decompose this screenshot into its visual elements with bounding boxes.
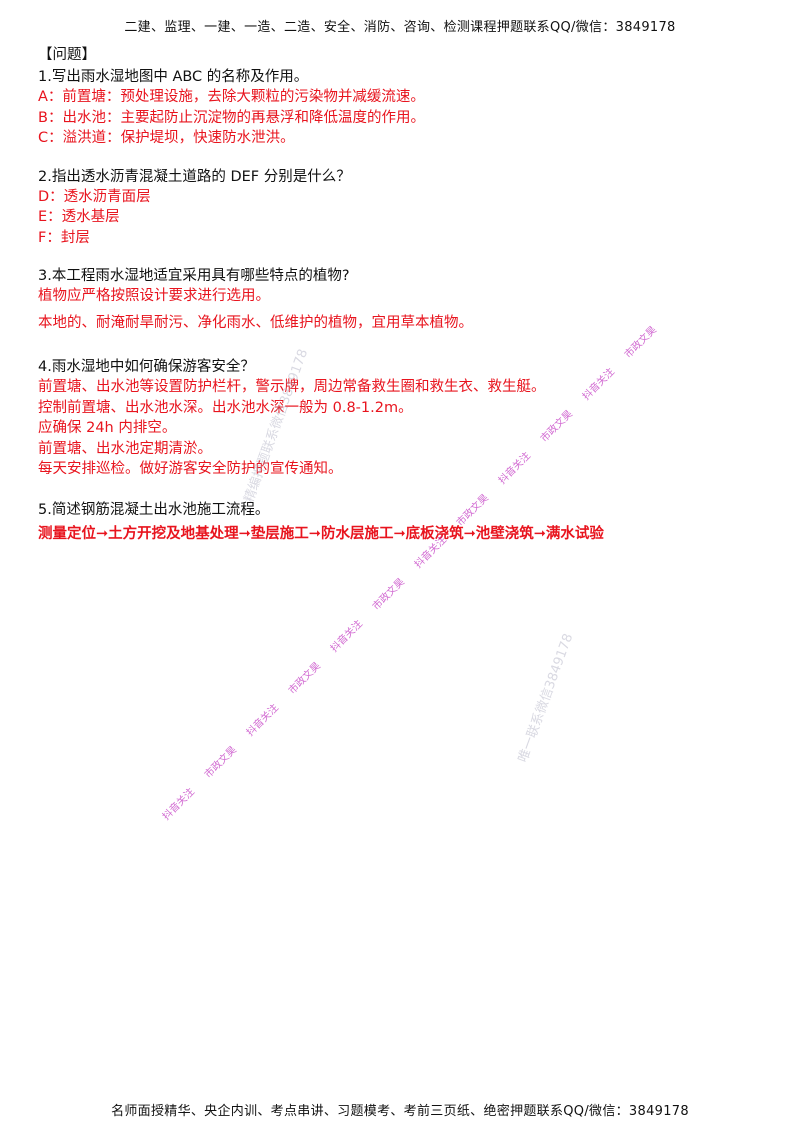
question-4: 4.雨水湿地中如何确保游客安全？ — [38, 359, 255, 375]
answer-2-e: E：透水基层 — [38, 209, 120, 225]
watermark-shizheng: 市政文昊 — [370, 576, 407, 613]
answer-2-f: F：封层 — [38, 229, 90, 246]
watermark-shizheng: 市政文昊 — [202, 744, 239, 781]
watermark-contact-light: 唯一联系微信3849178 — [515, 631, 577, 765]
page-footer: 名师面授精华、央企内训、考点串讲、习题模考、考前三页纸、绝密押题联系QQ/微信：… — [111, 1104, 689, 1119]
section-title: 【问题】 — [38, 47, 96, 63]
watermark-douyin: 抖音关注 — [160, 786, 197, 823]
question-1: 1.写出雨水湿地图中 ABC 的名称及作用。 — [38, 69, 309, 85]
answer-3-2: 本地的、耐淹耐旱耐污、净化雨水、低维护的植物，宜用草本植物。 — [38, 314, 473, 331]
question-block-5: 5.简述钢筋混凝土出水池施工流程。 测量定位➞土方开挖及地基处理➞垫层施工➞防水… — [38, 500, 778, 545]
watermark-douyin: 抖音关注 — [244, 702, 281, 739]
answer-4-2: 控制前置塘、出水池水深。出水池水深一般为 0.8-1.2m。 — [38, 399, 413, 416]
document-body: 【问题】 1.写出雨水湿地图中 ABC 的名称及作用。 A：前置塘：预处理设施，… — [38, 45, 778, 544]
watermark-shizheng: 市政文昊 — [286, 660, 323, 697]
question-block-3: 3.本工程雨水湿地适宜采用具有哪些特点的植物? 植物应严格按照设计要求进行选用。… — [38, 266, 778, 333]
question-block-1: 1.写出雨水湿地图中 ABC 的名称及作用。 A：前置塘：预处理设施，去除大颗粒… — [38, 67, 778, 149]
answer-4-4: 前置塘、出水池定期清淤。 — [38, 440, 212, 457]
answer-1-a: A：前置塘：预处理设施，去除大颗粒的污染物并减缓流速。 — [38, 89, 425, 105]
answer-1-b: B：出水池：主要起防止沉淀物的再悬浮和降低温度的作用。 — [38, 109, 425, 126]
answer-2-d: D：透水沥青面层 — [38, 188, 151, 205]
question-5: 5.简述钢筋混凝土出水池施工流程。 — [38, 501, 270, 518]
question-block-4: 4.雨水湿地中如何确保游客安全？ 前置塘、出水池等设置防护栏杆，警示牌，周边常备… — [38, 357, 778, 480]
answer-3-1: 植物应严格按照设计要求进行选用。 — [38, 288, 270, 304]
page-header: 二建、监理、一建、一造、二造、安全、消防、咨询、检测课程押题联系QQ/微信：38… — [124, 20, 676, 35]
answer-4-1: 前置塘、出水池等设置防护栏杆，警示牌，周边常备救生圈和救生衣、救生艇。 — [38, 379, 546, 395]
answer-4-3: 应确保 24h 内排空。 — [38, 420, 177, 436]
answer-5-flow: 测量定位➞土方开挖及地基处理➞垫层施工➞防水层施工➞底板浇筑➞池壁浇筑➞满水试验 — [38, 525, 604, 542]
watermark-douyin: 抖音关注 — [328, 618, 365, 655]
question-block-2: 2.指出透水沥青混凝土道路的 DEF 分别是什么？ D：透水沥青面层 E：透水基… — [38, 167, 778, 249]
answer-4-5: 每天安排巡检。做好游客安全防护的宣传通知。 — [38, 461, 343, 477]
question-2: 2.指出透水沥青混凝土道路的 DEF 分别是什么？ — [38, 168, 351, 185]
question-3: 3.本工程雨水湿地适宜采用具有哪些特点的植物? — [38, 268, 350, 284]
answer-1-c: C：溢洪道：保护堤坝，快速防水泄洪。 — [38, 130, 295, 146]
